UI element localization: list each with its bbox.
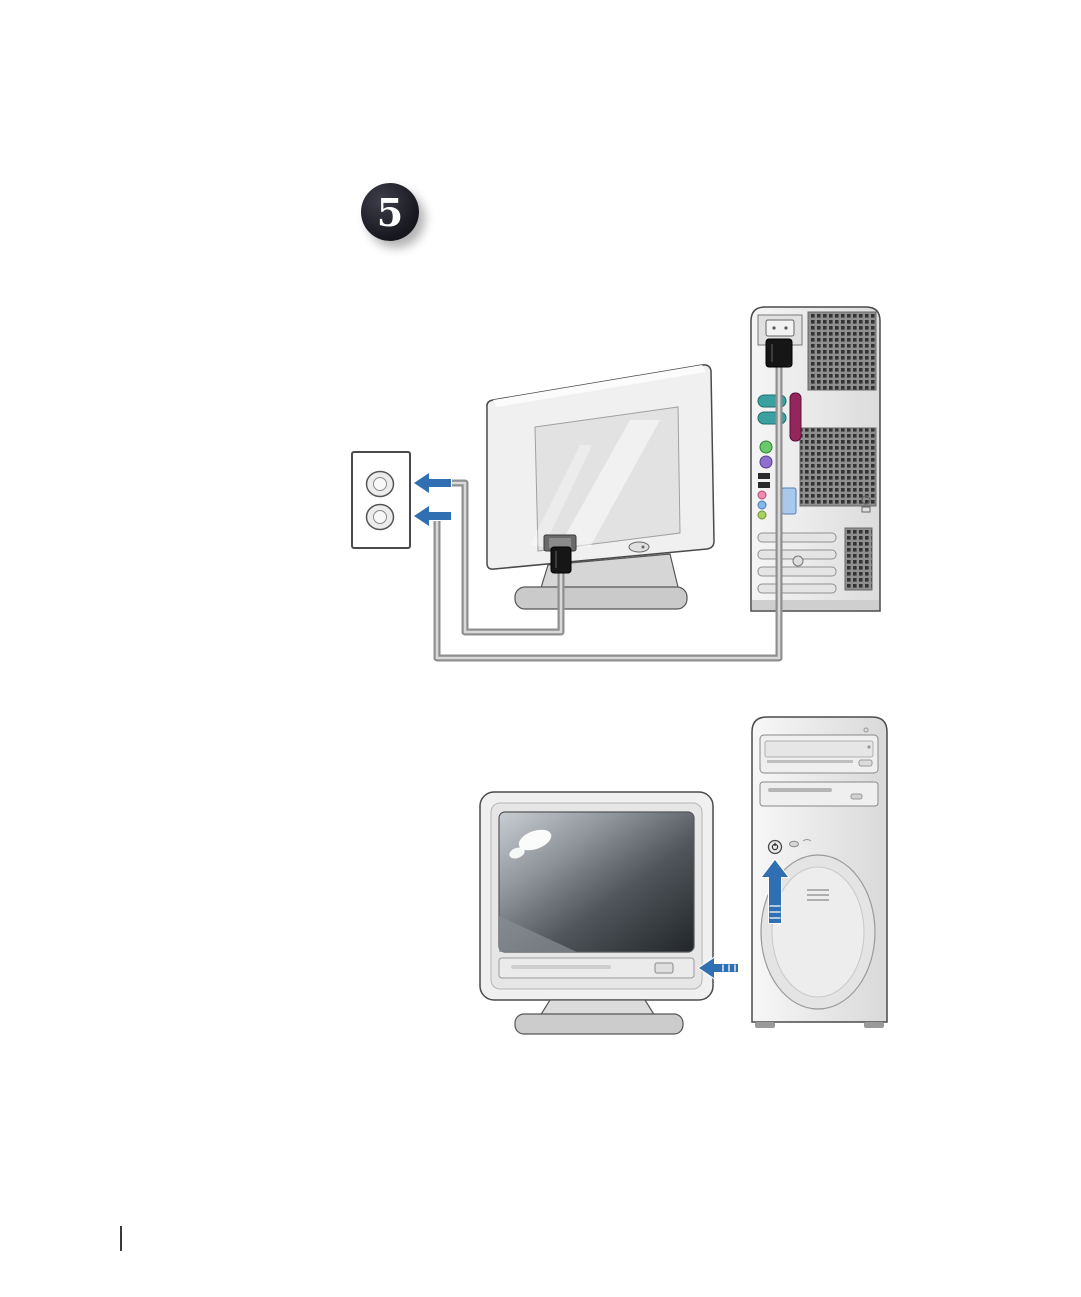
monitor-power-plug <box>550 546 572 574</box>
arrow-to-bottom-socket <box>412 504 452 528</box>
monitor-vga-port <box>628 541 650 553</box>
monitor-front-illustration <box>479 791 739 1035</box>
cd-drive-bay <box>759 734 879 774</box>
tower-bottom-strip <box>752 600 879 610</box>
tower-back-illustration <box>750 306 881 612</box>
tower-power-plug <box>765 338 793 368</box>
outlet-socket-top <box>365 470 395 498</box>
front-bezel-oval <box>760 854 876 1010</box>
vent-grid-middle <box>799 427 877 507</box>
tower-foot-left <box>755 1022 775 1028</box>
parallel-port <box>789 392 802 442</box>
monitor-stand-base <box>514 586 688 610</box>
arrow-to-top-socket <box>412 471 452 495</box>
outlet-socket-bottom <box>365 503 395 531</box>
cd-eject-button <box>858 759 873 767</box>
usb-ports <box>758 473 770 488</box>
tower-front-illustration <box>751 716 888 1028</box>
ps2-port-green <box>759 440 773 454</box>
vent-grid-bottom <box>844 527 873 591</box>
network-port <box>781 487 797 515</box>
floppy-drive-bay <box>759 781 879 807</box>
tower-power-button <box>767 839 783 855</box>
step-number: 5 <box>376 189 404 235</box>
arrow-monitor-power-button <box>697 956 739 980</box>
chassis-emblem <box>792 555 804 567</box>
connect-power-cables-illustration <box>351 306 881 662</box>
ps2-port-purple <box>759 455 773 469</box>
speaker-grill <box>807 889 829 901</box>
step-number-badge: 5 <box>361 183 419 241</box>
monitor-screen <box>498 811 695 953</box>
monitor-back-illustration <box>486 364 715 610</box>
arrow-tower-power-button <box>759 858 791 924</box>
footer-page-marker <box>120 1226 122 1251</box>
monitor-stand-base <box>514 1013 684 1035</box>
monitor-controls-strip <box>498 957 695 979</box>
audio-jacks <box>757 490 767 520</box>
press-power-buttons-illustration <box>479 716 888 1035</box>
power-led <box>789 840 799 848</box>
screen-glare <box>509 829 552 859</box>
vent-grid-top <box>807 311 877 391</box>
floppy-eject-button <box>850 793 863 800</box>
tower-foot-right <box>864 1022 884 1028</box>
monitor-power-cable <box>426 479 565 636</box>
monitor-power-button <box>654 962 674 974</box>
wall-outlet <box>351 451 411 549</box>
security-slot <box>861 495 871 513</box>
